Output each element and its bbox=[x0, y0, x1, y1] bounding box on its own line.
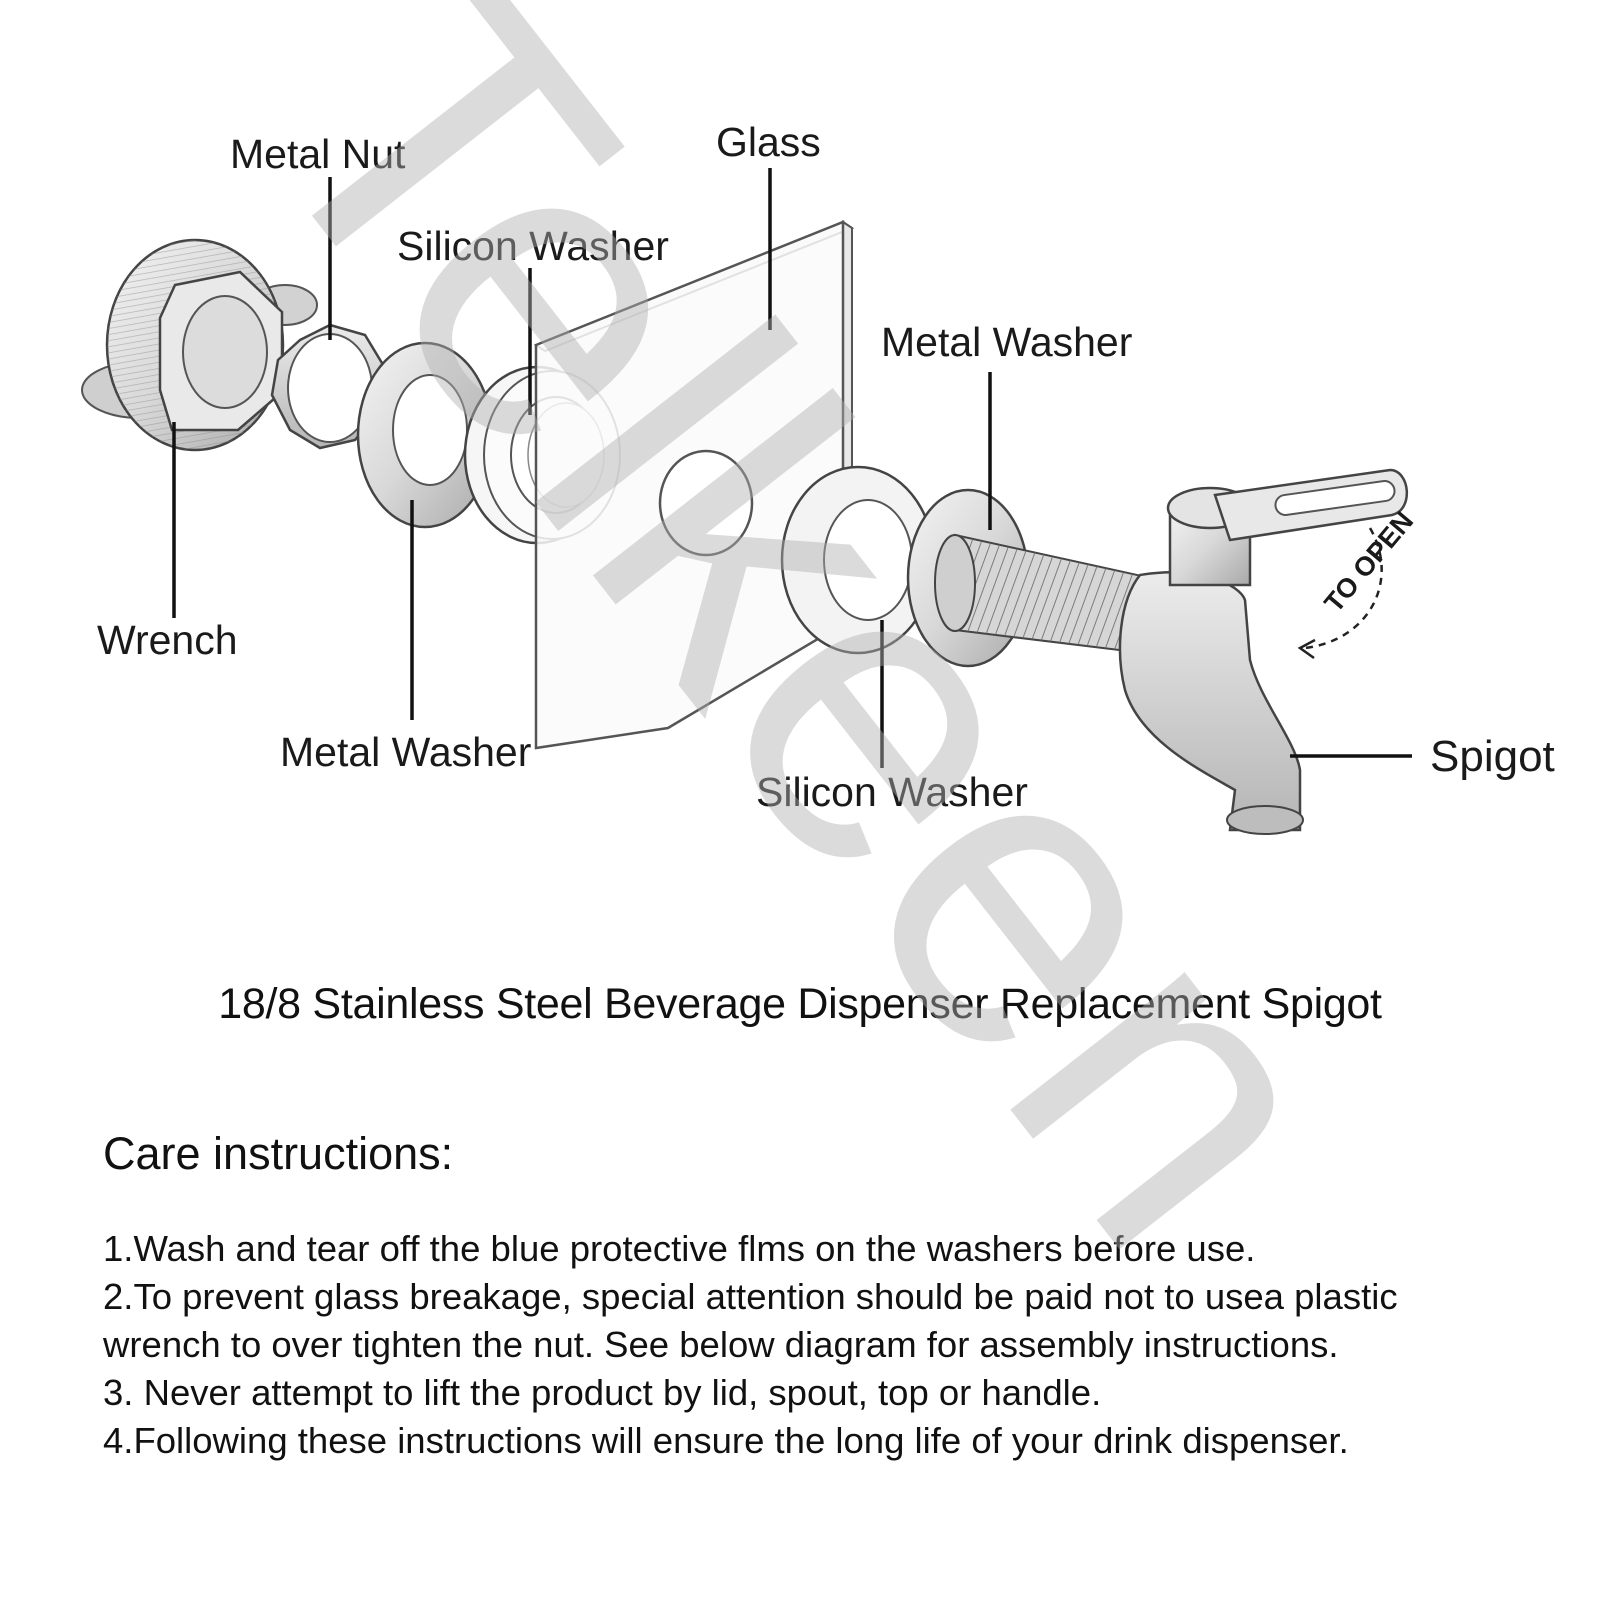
exploded-diagram bbox=[81, 168, 1412, 835]
label-metal-nut: Metal Nut bbox=[230, 131, 406, 177]
silicon-washer-front-part bbox=[780, 465, 936, 655]
care-item: wrench to over tighten the nut. See belo… bbox=[103, 1324, 1339, 1365]
care-item: 3. Never attempt to lift the product by … bbox=[103, 1372, 1102, 1413]
label-metal-washer-front: Metal Washer bbox=[881, 319, 1133, 365]
product-title: 18/8 Stainless Steel Beverage Dispenser … bbox=[218, 980, 1382, 1028]
label-metal-washer-back: Metal Washer bbox=[280, 729, 532, 775]
label-spigot: Spigot bbox=[1430, 732, 1555, 781]
care-item: 1.Wash and tear off the blue protective … bbox=[103, 1228, 1256, 1269]
label-silicon-washer-front: Silicon Washer bbox=[756, 769, 1028, 815]
label-wrench: Wrench bbox=[97, 617, 238, 663]
care-list: 1.Wash and tear off the blue protective … bbox=[103, 1225, 1543, 1465]
label-silicon-washer-back: Silicon Washer bbox=[397, 223, 669, 269]
care-item: 2.To prevent glass breakage, special att… bbox=[103, 1276, 1398, 1317]
wrench-part bbox=[81, 238, 318, 452]
spigot-part bbox=[906, 468, 1408, 835]
label-glass: Glass bbox=[716, 119, 821, 165]
glass-panel bbox=[533, 220, 855, 750]
leader-lines bbox=[172, 168, 1412, 768]
care-item: 4.Following these instructions will ensu… bbox=[103, 1420, 1349, 1461]
care-heading: Care instructions: bbox=[103, 1128, 454, 1179]
metal-nut-part bbox=[270, 323, 387, 450]
metal-washer-back-part bbox=[356, 341, 494, 529]
